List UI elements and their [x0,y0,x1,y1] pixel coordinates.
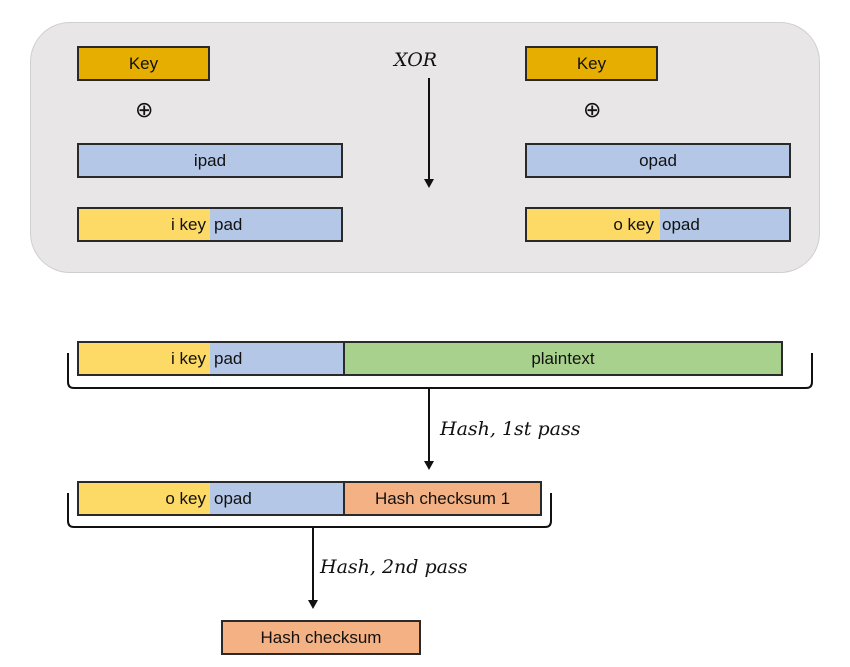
first-pass-pad-segment [210,343,343,374]
first-pass-pad-text: pad [214,348,243,368]
final-hash-checksum-label: Hash checksum [260,627,382,647]
plaintext-segment [343,343,781,374]
second-pass-arrow-label: Hash, 2nd pass [320,556,468,578]
inner-pad-text: pad [214,214,243,234]
ipad-label: ipad [193,150,227,170]
xor-operator-right-icon: ⊕ [583,98,602,123]
xor-arrow-icon [424,78,434,188]
key-label-right: Key [576,53,607,73]
second-pass-bracket [67,493,552,528]
second-pass-pad-text: opad [214,488,252,508]
inner-key-segment [79,209,210,240]
second-pass-key-text: o key [165,488,206,508]
first-pass-arrow-icon [424,388,434,470]
outer-pad-text: opad [662,214,700,234]
opad-box: opad [525,143,791,178]
first-pass-key-segment [79,343,210,374]
inner-key-pad-box: i key pad [77,207,343,242]
xor-operator-left-icon: ⊕ [135,98,154,123]
first-pass-arrow-label: Hash, 1st pass [440,418,581,440]
final-hash-checksum-box: Hash checksum [221,620,421,655]
outer-key-pad-box: o key opad [525,207,791,242]
hash-checksum-1-segment [343,483,540,514]
xor-label: XOR [394,49,438,71]
plaintext-label: plaintext [531,348,595,368]
second-pass-input-block: o key opad Hash checksum 1 [77,481,542,516]
outer-key-segment [527,209,660,240]
second-pass-pad-segment [210,483,343,514]
first-pass-key-text: i key [171,348,206,368]
first-pass-input-block: i key pad plaintext [77,341,783,376]
second-pass-key-segment [79,483,210,514]
opad-label: opad [639,150,677,170]
inner-pad-segment [210,209,341,240]
hash-checksum-1-label: Hash checksum 1 [374,488,511,508]
first-pass-bracket [67,353,813,389]
ipad-box: ipad [77,143,343,178]
key-label-left: Key [128,53,159,73]
inner-key-text: i key [171,214,206,234]
outer-key-text: o key [613,214,654,234]
key-box-left: Key [77,46,210,81]
key-box-right: Key [525,46,658,81]
outer-pad-segment [660,209,789,240]
second-pass-arrow-icon [308,527,318,609]
